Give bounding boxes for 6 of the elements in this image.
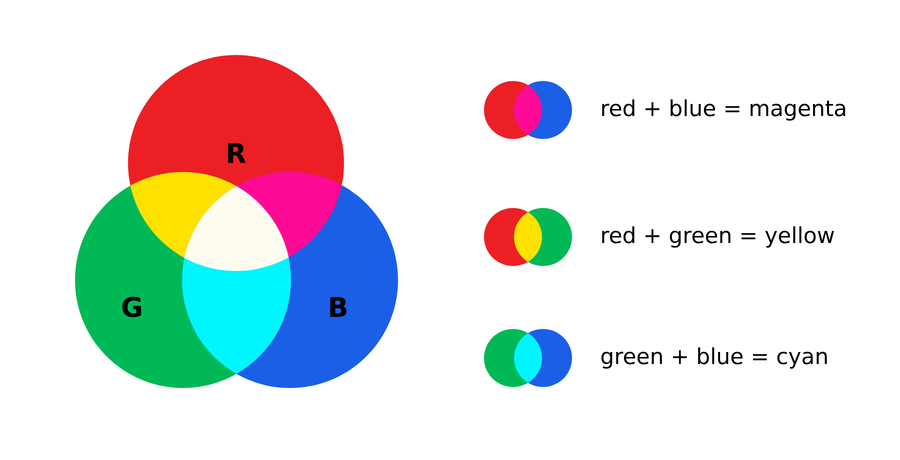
equation-text: green + blue = cyan bbox=[601, 347, 827, 369]
equation-text: red + green = yellow bbox=[602, 226, 834, 248]
circle-letter: G bbox=[122, 296, 142, 318]
circle-letter: B bbox=[330, 297, 346, 317]
circle-letter: R bbox=[228, 143, 246, 163]
equation-text: red + blue = magenta bbox=[602, 99, 846, 121]
